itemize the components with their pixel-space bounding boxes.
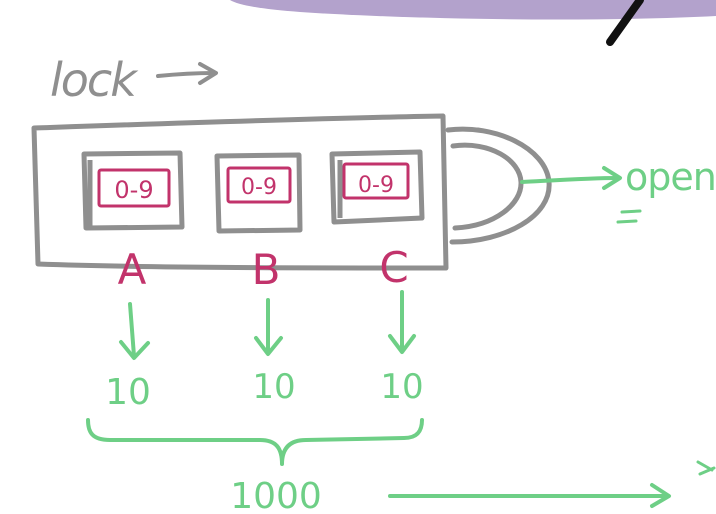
sum-brace — [86, 418, 424, 466]
count-a: 10 — [105, 372, 151, 413]
dial-range-b: 0-9 — [241, 175, 277, 200]
count-b: 10 — [252, 367, 295, 407]
cropped-mark — [696, 460, 716, 476]
open-arrow — [520, 166, 622, 190]
total-value: 1000 — [230, 476, 322, 514]
dial-range-c: 0-9 — [358, 173, 394, 198]
lock-shackle — [445, 126, 552, 245]
black-pen-stroke — [606, 0, 644, 46]
dial-box-c — [329, 149, 425, 225]
dial-box-b — [214, 152, 303, 234]
lock-label-arrow — [156, 62, 218, 85]
count-c: 10 — [380, 367, 423, 407]
dial-letter-c: C — [379, 243, 408, 292]
dial-window-a — [97, 168, 171, 208]
down-arrow-b — [254, 298, 283, 356]
dial-window-b — [226, 166, 292, 204]
dial-letter-a: A — [118, 245, 147, 294]
total-arrow — [388, 483, 671, 508]
top-banner — [230, 0, 716, 20]
lock-body — [31, 113, 449, 271]
open-underline — [616, 209, 642, 224]
dial-range-a: 0-9 — [114, 176, 153, 204]
dial-letter-b: B — [252, 245, 281, 294]
dial-window-c — [342, 162, 410, 200]
dial-box-a — [81, 150, 185, 231]
down-arrow-a — [119, 302, 150, 360]
lock-label: lock — [50, 53, 139, 107]
down-arrow-c — [388, 290, 416, 354]
open-label: open — [625, 155, 716, 199]
